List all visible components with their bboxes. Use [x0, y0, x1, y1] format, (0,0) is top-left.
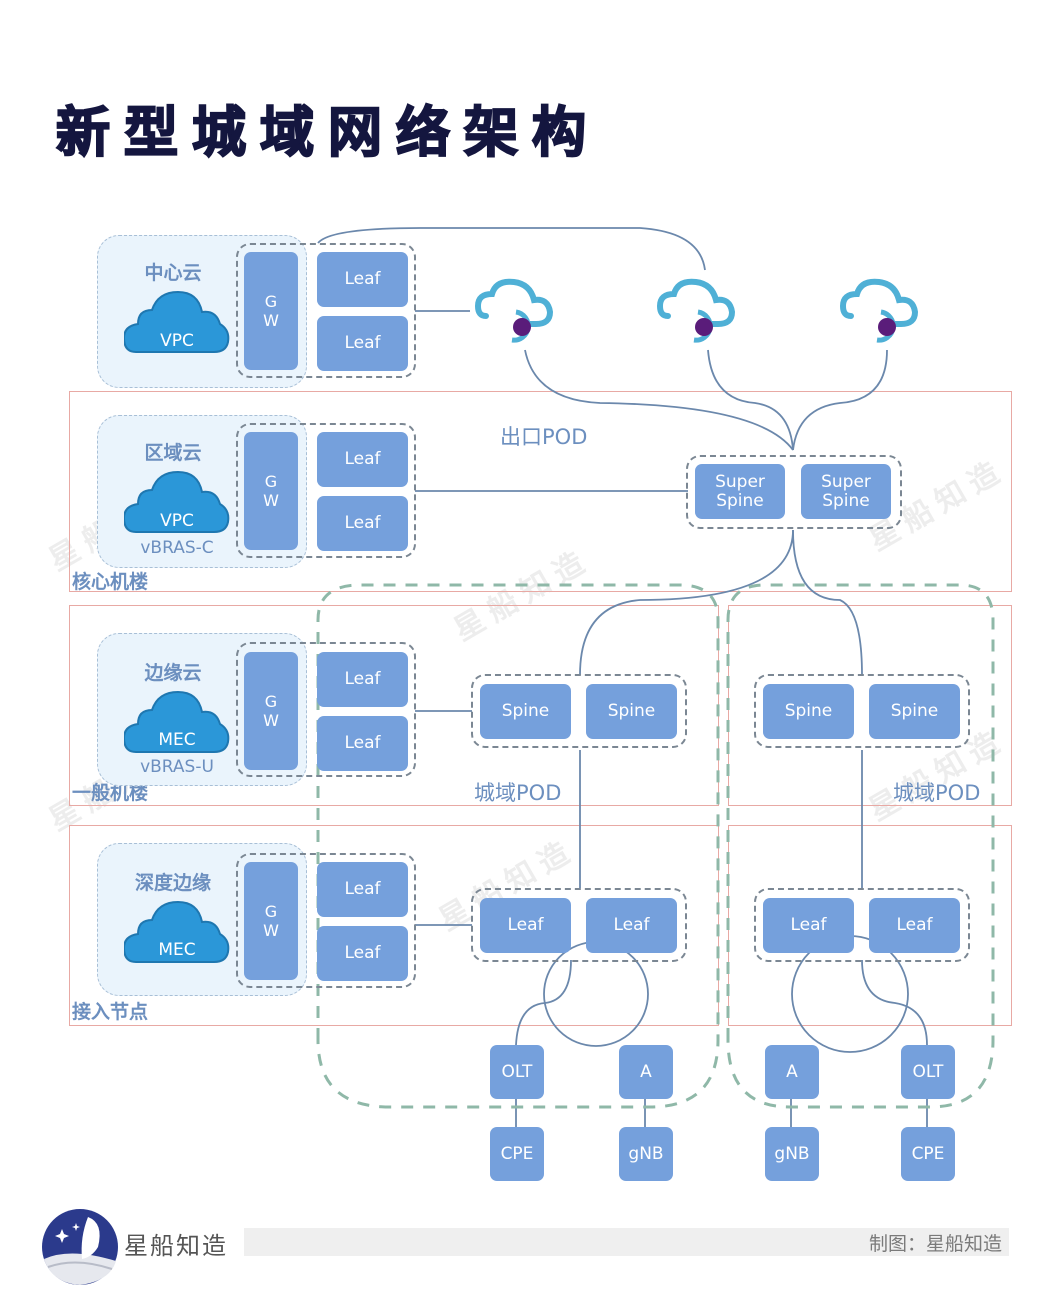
link-leaf-to-olt-right — [861, 959, 928, 1046]
spine-node[interactable]: Spine — [480, 684, 571, 739]
footer-credit: 制图：星船知造 — [868, 1233, 1002, 1255]
gw-label-w: W — [263, 311, 279, 330]
internet-cloud-icon — [474, 278, 554, 343]
olt-node[interactable]: OLT — [490, 1045, 544, 1099]
spine-node[interactable]: Spine — [869, 684, 960, 739]
cloud-group-title: 中心云 — [144, 262, 202, 284]
gnb-node[interactable]: gNB — [619, 1127, 673, 1181]
internet-cloud-icons — [474, 278, 919, 343]
leaf-node[interactable]: Leaf — [317, 652, 408, 707]
leaf-node[interactable]: Leaf — [317, 716, 408, 771]
super-spine-label: Spine — [822, 490, 870, 511]
access-leaf-group-right — [754, 888, 970, 962]
spine-node[interactable]: Spine — [763, 684, 854, 739]
footer-bar — [244, 1228, 1009, 1256]
a-node[interactable]: A — [765, 1045, 819, 1099]
gw-leaf-group-edge — [236, 642, 416, 777]
zone-core — [69, 391, 1012, 592]
super-spine-label: Spine — [716, 490, 764, 511]
gnb-node[interactable]: gNB — [765, 1127, 819, 1181]
cloud-label: MEC — [158, 730, 196, 750]
link-cloud2-to-superspine — [707, 349, 794, 451]
super-spine-label: Super — [715, 471, 765, 492]
super-spine-label: Super — [821, 471, 871, 492]
gw-label-w: W — [263, 491, 279, 510]
leaf-node[interactable]: Leaf — [317, 926, 408, 981]
pod-label-egress: 出口POD — [500, 425, 588, 449]
cloud-group-subtitle: vBRAS-C — [140, 538, 214, 558]
leaf-node[interactable]: Leaf — [586, 898, 677, 953]
cloud-icon — [124, 900, 230, 963]
gw-leaf-group-deep-edge — [236, 853, 416, 988]
zone-label-access: 接入节点 — [72, 1001, 149, 1023]
page-title: 新型城域网络架构 — [55, 100, 600, 165]
gw-leaf-group-regional — [236, 423, 416, 558]
spine-group-left — [471, 674, 687, 748]
cloud-label: MEC — [158, 940, 196, 960]
leaf-node[interactable]: Leaf — [480, 898, 571, 953]
cloud-group-title: 深度边缘 — [134, 872, 211, 894]
link-superspine-to-left-spine — [579, 529, 794, 676]
leaf-node[interactable]: Leaf — [317, 432, 408, 487]
a-node[interactable]: A — [619, 1045, 673, 1099]
brand-logo-icon — [42, 1209, 118, 1285]
cloud-group-subtitle: vBRAS-U — [140, 757, 214, 777]
spine-group-right — [754, 674, 970, 748]
link-center-to-cloud2 — [317, 227, 706, 271]
gw-label-g: G — [264, 692, 278, 711]
gw-label-w: W — [263, 921, 279, 940]
leaf-node[interactable]: Leaf — [317, 496, 408, 551]
cloud-icon — [124, 690, 230, 753]
leaf-node[interactable]: Leaf — [317, 862, 408, 917]
super-spine-group — [686, 455, 902, 529]
leaf-node[interactable]: Leaf — [317, 316, 408, 371]
leaf-node[interactable]: Leaf — [317, 252, 408, 307]
gw-label-w: W — [263, 711, 279, 730]
cpe-node[interactable]: CPE — [901, 1127, 955, 1181]
link-leaf-to-olt-left — [515, 959, 572, 1046]
cpe-node[interactable]: CPE — [490, 1127, 544, 1181]
gw-leaf-group-central — [236, 243, 416, 378]
zone-label-general: 一般机楼 — [72, 782, 149, 804]
olt-node[interactable]: OLT — [901, 1045, 955, 1099]
pod-label-metro-left: 城域POD — [474, 781, 562, 805]
internet-cloud-icon — [656, 278, 736, 343]
link-superspine-to-right-spine — [792, 529, 863, 676]
zone-label-core: 核心机楼 — [72, 571, 149, 593]
access-leaf-group-left — [471, 888, 687, 962]
leaf-node[interactable]: Leaf — [869, 898, 960, 953]
cloud-icon — [124, 290, 230, 353]
cloud-label: VPC — [160, 511, 194, 531]
brand-name: 星船知造 — [124, 1232, 228, 1260]
gw-label-g: G — [264, 292, 278, 311]
gw-label-g: G — [264, 902, 278, 921]
internet-cloud-icon — [839, 278, 919, 343]
link-cloud3-to-superspine — [792, 349, 888, 451]
spine-node[interactable]: Spine — [586, 684, 677, 739]
cloud-label: VPC — [160, 331, 194, 351]
gw-label-g: G — [264, 472, 278, 491]
link-cloud1-to-superspine — [524, 349, 794, 451]
metro-pod-right-boundary — [726, 583, 995, 1109]
metro-pod-left-boundary — [316, 583, 720, 1109]
cloud-group-title: 边缘云 — [144, 662, 202, 684]
leaf-node[interactable]: Leaf — [763, 898, 854, 953]
cloud-group-title: 区域云 — [144, 442, 202, 464]
cloud-icon — [124, 470, 230, 533]
pod-label-metro-right: 城域POD — [893, 781, 981, 805]
